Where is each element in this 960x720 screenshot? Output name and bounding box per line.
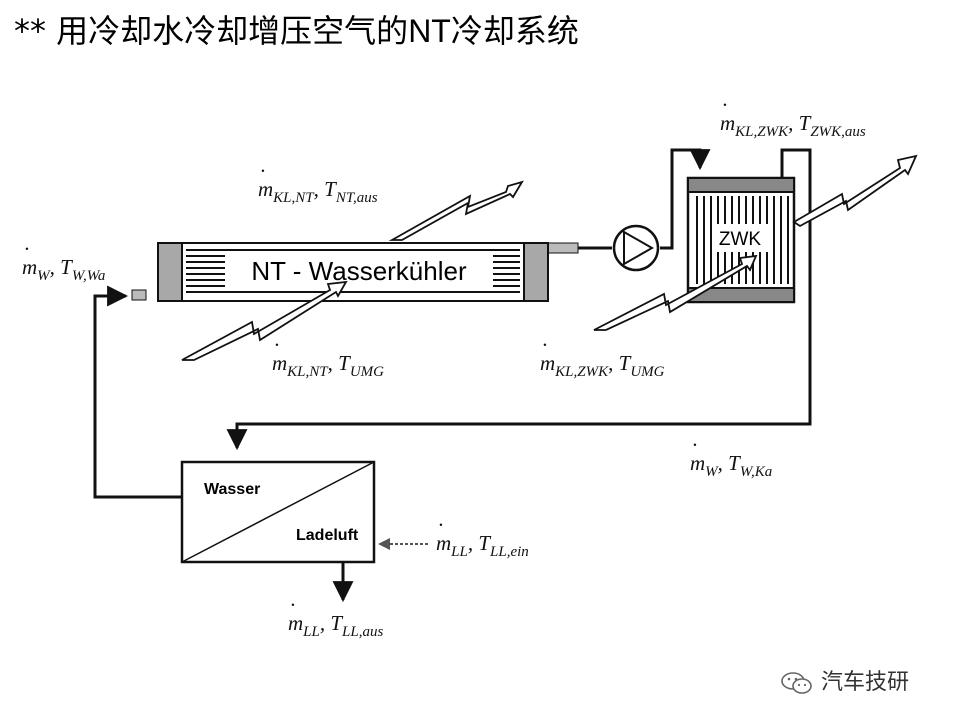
watermark: 汽车技研 bbox=[780, 664, 909, 696]
box-water-label: Wasser bbox=[204, 481, 260, 498]
zwk-air-in-arrow bbox=[593, 254, 758, 331]
pump bbox=[612, 224, 660, 272]
svg-text:·: · bbox=[274, 333, 279, 357]
nt-cooler-label: NT - Wasserkühler bbox=[251, 256, 467, 286]
wechat-icon bbox=[781, 672, 812, 694]
svg-text:·: · bbox=[542, 333, 547, 357]
svg-text:·: · bbox=[24, 237, 29, 261]
label-mw-twa: mW, TW,Wa · bbox=[22, 237, 105, 284]
svg-text:mKL,NT, TUMG: mKL,NT, TUMG bbox=[272, 351, 384, 380]
svg-text:mLL, TLL,ein: mLL, TLL,ein bbox=[436, 531, 529, 560]
label-zwk-air-out: mKL,ZWK, TZWK,aus · bbox=[720, 93, 866, 140]
zwk-cooler: ZWK bbox=[686, 176, 796, 304]
svg-text:·: · bbox=[722, 93, 727, 117]
svg-text:mKL,ZWK, TZWK,aus: mKL,ZWK, TZWK,aus bbox=[720, 111, 866, 140]
svg-text:mW, TW,Ka: mW, TW,Ka bbox=[690, 451, 772, 480]
label-ladeluft-in: mLL, TLL,ein · bbox=[436, 513, 529, 560]
zwk-label: ZWK bbox=[719, 229, 762, 250]
box-chargeair-label: Ladeluft bbox=[296, 527, 359, 544]
svg-text:mLL, TLL,aus: mLL, TLL,aus bbox=[288, 611, 383, 640]
pipe-zwk-to-box bbox=[226, 148, 812, 451]
svg-text:·: · bbox=[290, 593, 295, 617]
label-ladeluft-out: mLL, TLL,aus · bbox=[288, 593, 383, 640]
nt-air-in-arrow bbox=[181, 280, 348, 361]
svg-text:mKL,NT, TNT,aus: mKL,NT, TNT,aus bbox=[258, 177, 378, 206]
zwk-air-out-arrow bbox=[792, 154, 918, 228]
svg-text:·: · bbox=[692, 433, 697, 457]
page-title: ** 用冷却水冷却增压空气的NT冷却系统 bbox=[14, 12, 579, 50]
svg-text:·: · bbox=[260, 159, 265, 183]
ladeluft-in-arrow bbox=[378, 538, 428, 550]
svg-text:mW, TW,Wa: mW, TW,Wa bbox=[22, 255, 105, 284]
label-mw-tka: mW, TW,Ka · bbox=[690, 433, 772, 480]
label-nt-air-out: mKL,NT, TNT,aus · bbox=[258, 159, 378, 206]
label-nt-air-in: mKL,NT, TUMG · bbox=[272, 333, 384, 380]
nt-water-cooler: NT - Wasserkühler bbox=[131, 242, 579, 302]
svg-text:mKL,ZWK, TUMG: mKL,ZWK, TUMG bbox=[540, 351, 665, 380]
pipe-box-to-nt bbox=[93, 285, 182, 499]
svg-text:·: · bbox=[438, 513, 443, 537]
nt-air-out-arrow bbox=[388, 180, 524, 241]
air-flow-arrows bbox=[181, 154, 918, 361]
charge-air-heat-exchanger: Wasser Ladeluft bbox=[180, 460, 376, 564]
pipe-pump-to-zwk bbox=[660, 148, 711, 250]
coolant-pipes bbox=[93, 148, 812, 603]
label-zwk-air-in: mKL,ZWK, TUMG · bbox=[540, 333, 665, 380]
